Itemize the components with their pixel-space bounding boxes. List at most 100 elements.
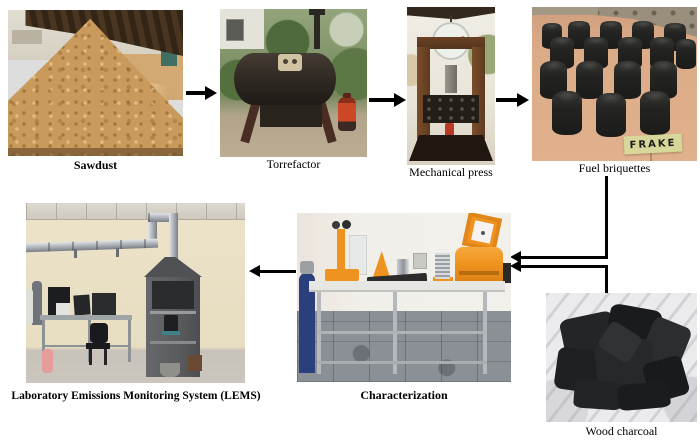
calorimeter-stripe	[459, 271, 499, 275]
plaque-mark-right	[292, 59, 297, 64]
monitor-edge	[503, 263, 511, 283]
duct-elbow-up	[148, 215, 157, 247]
briquette	[540, 61, 567, 99]
lid-center-dot	[481, 231, 485, 235]
chimney-cap	[309, 9, 325, 15]
chair-leg	[89, 349, 92, 365]
arrow-characterization-to-lems-head	[249, 265, 260, 277]
arrow-torrefactor-to-press-head	[394, 93, 406, 107]
gas-cylinder-gray	[32, 281, 42, 325]
table-leg	[42, 320, 45, 362]
ceiling-tiles	[26, 203, 245, 220]
fire-extinguisher	[42, 349, 53, 373]
wound-steel-vessel	[435, 253, 450, 279]
tiled-floor	[297, 311, 511, 382]
lpg-valve	[343, 93, 351, 98]
test-stove-device	[164, 315, 178, 333]
gas-cylinder-white	[26, 289, 33, 323]
ground-top-strip	[532, 7, 598, 15]
green-machine	[161, 50, 177, 66]
torrefactor-photo	[220, 9, 367, 157]
briquette	[576, 61, 603, 99]
torrefactor-label: Torrefactor	[266, 157, 321, 171]
lems-label: Laboratory Emissions Monitoring System (…	[11, 390, 261, 402]
ignition-stand-column	[337, 229, 345, 271]
hood-upper-opening	[152, 281, 194, 309]
cylinder-regulator	[300, 261, 314, 274]
fuel-briquettes-photo: FRAKE	[532, 7, 697, 161]
duct-down-pipe	[169, 213, 178, 261]
ignition-stand-base	[325, 269, 359, 281]
press-mechanism	[423, 95, 479, 123]
arrow-sawdust-to-torrefactor-line	[186, 91, 206, 95]
building-window	[226, 19, 244, 41]
table-brace-lower	[317, 361, 487, 364]
pipe-hanger-right	[116, 248, 119, 257]
briquette-tag: FRAKE	[623, 133, 683, 155]
arrow-briquettes-to-characterization-vline	[605, 176, 608, 258]
brown-box	[188, 355, 202, 371]
table-brace-upper	[317, 331, 487, 334]
red-jack-bottle	[445, 123, 454, 138]
device-teal-base	[162, 331, 180, 335]
work-table-top	[40, 315, 132, 320]
charcoal-chunk	[573, 379, 623, 411]
arrow-charcoal-to-characterization-head	[510, 260, 521, 272]
characterization-photo	[297, 213, 511, 382]
gas-cylinder-blue	[299, 273, 315, 373]
chimney-pipe	[314, 9, 320, 49]
monitor-small	[73, 294, 91, 316]
bomb-calorimeter	[455, 247, 503, 285]
arrow-briquettes-to-characterization-hline	[521, 256, 608, 259]
chair-back	[90, 323, 108, 343]
briquette	[552, 91, 582, 135]
lems-photo	[26, 203, 245, 383]
table-leg	[128, 320, 131, 362]
charcoal-chunk	[616, 380, 672, 412]
mechanical-press-label: Mechanical press	[409, 165, 493, 179]
arrow-sawdust-to-torrefactor-head	[205, 86, 217, 100]
wood-charcoal-photo	[546, 293, 697, 422]
arrow-press-to-briquettes-head	[517, 93, 529, 107]
lpg-cylinder-red	[338, 97, 356, 131]
duct-elbow-top	[148, 213, 178, 222]
white-instrument-box	[56, 303, 70, 315]
arrow-charcoal-to-characterization-hline	[521, 265, 608, 268]
fuel-briquettes-label: Fuel briquettes	[578, 161, 651, 175]
drum-plaque	[278, 54, 302, 71]
hood-lower-shelf	[150, 341, 196, 344]
ash-bucket	[160, 363, 180, 377]
plaque-mark-left	[283, 59, 288, 64]
arrow-press-to-briquettes-line	[496, 98, 518, 102]
arrow-charcoal-to-characterization-vline	[605, 265, 608, 295]
press-base	[409, 135, 493, 161]
briquette	[614, 61, 641, 99]
background-building	[12, 30, 42, 44]
chair-seat	[86, 343, 110, 349]
sawdust-label: Sawdust	[73, 158, 118, 172]
briquette	[640, 91, 670, 135]
briquette	[596, 93, 626, 137]
arrow-briquettes-to-characterization-head	[510, 251, 521, 263]
stand-gauge-left	[332, 221, 340, 229]
pile-shadow	[8, 148, 183, 156]
press-top-crossbar	[417, 37, 485, 49]
press-column-left	[417, 47, 430, 139]
wall-socket	[413, 253, 427, 269]
stand-gauge-right	[342, 220, 351, 229]
mechanical-press-photo	[407, 7, 495, 165]
chair-leg	[104, 349, 107, 365]
table-leg	[88, 320, 91, 362]
pipe-hanger-left	[74, 249, 77, 258]
wood-charcoal-label: Wood charcoal	[585, 424, 658, 438]
hydraulic-jack	[445, 65, 457, 93]
arrow-characterization-to-lems-line	[260, 270, 296, 273]
awning-roof	[407, 7, 495, 20]
characterization-label: Characterization	[360, 388, 448, 402]
press-column-right	[472, 47, 485, 139]
hood-shelf	[150, 311, 196, 314]
gauge-hanger	[450, 15, 452, 25]
laptop-instrument	[92, 293, 116, 315]
lab-table-top	[309, 281, 505, 292]
